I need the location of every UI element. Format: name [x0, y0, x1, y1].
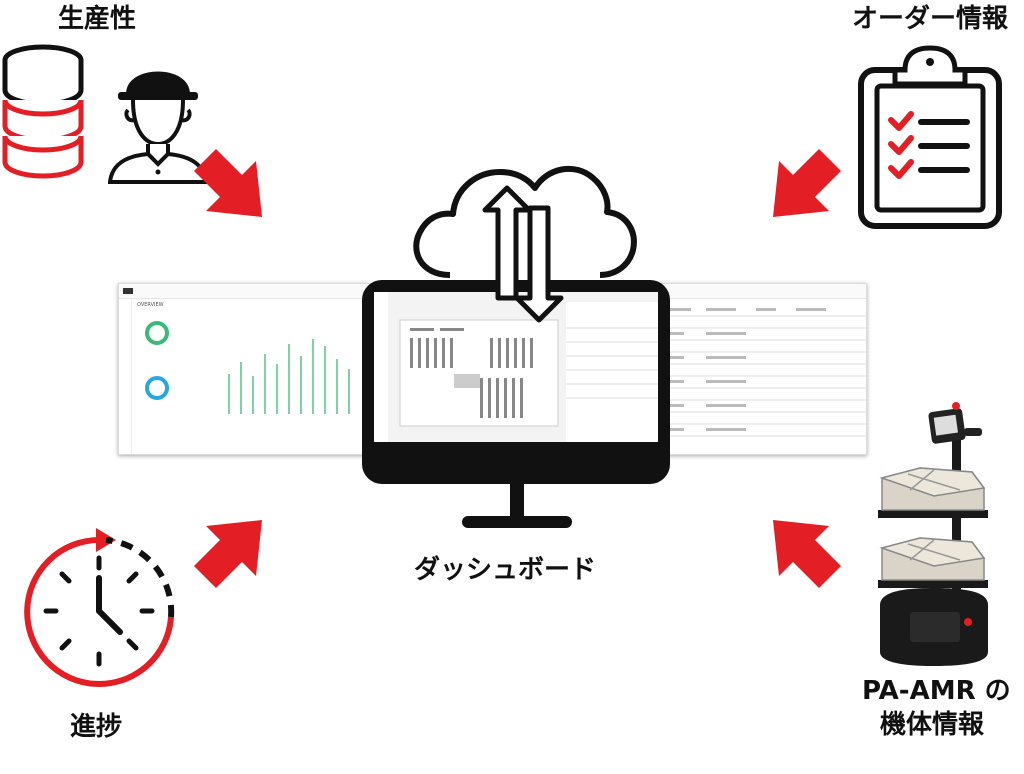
- label-order-info: オーダー情報: [852, 4, 1009, 34]
- monitor-icon: [362, 280, 670, 528]
- left-logo: [123, 288, 133, 294]
- left-sidebar: [119, 299, 132, 454]
- donut-blue: [145, 376, 169, 400]
- right-topbar: [656, 284, 866, 299]
- arrow-top-left: [194, 149, 262, 217]
- label-productivity: 生産性: [58, 4, 137, 34]
- label-dashboard: ダッシュボード: [414, 555, 597, 585]
- database-icon: [2, 44, 84, 179]
- dashboard-screenshot-left: OVERVIEW: [118, 283, 370, 455]
- clipboard-checklist-icon: [858, 45, 1002, 229]
- clock-icon: [24, 528, 175, 687]
- overview-title: OVERVIEW: [137, 302, 164, 308]
- label-amr-line1: PA-AMR の: [862, 676, 1011, 706]
- donut-green: [145, 321, 169, 345]
- worker-icon: [108, 71, 208, 184]
- arrow-bottom-right: [773, 520, 841, 588]
- bar-chart-preview: [228, 339, 350, 414]
- dashboard-screenshot-right: [655, 283, 867, 455]
- arrow-top-right: [773, 149, 841, 217]
- label-amr-line2: 機体情報: [880, 710, 985, 740]
- table-preview: [656, 308, 866, 437]
- left-topbar: [119, 284, 369, 299]
- label-progress: 進捗: [70, 712, 123, 742]
- cloud-sync-icon: [413, 166, 637, 323]
- arrow-bottom-left: [194, 520, 262, 588]
- amr-robot-icon: [878, 402, 988, 666]
